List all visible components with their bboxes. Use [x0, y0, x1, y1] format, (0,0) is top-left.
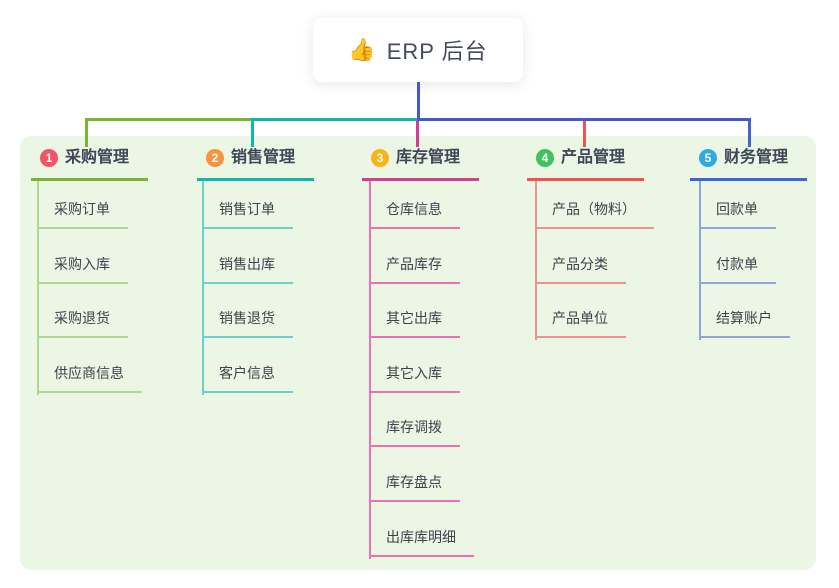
branch-spine-line-5 [699, 179, 701, 341]
branch-number-badge: 2 [206, 149, 224, 167]
branch-drop-line-2 [250, 121, 254, 147]
child-node[interactable]: 采购退货 [37, 308, 128, 339]
branch-label: 销售管理 [231, 149, 296, 166]
child-node[interactable]: 产品分类 [535, 254, 626, 284]
root-node[interactable]: 👍 ERP 后台 [313, 18, 523, 82]
child-node[interactable]: 库存调拨 [369, 417, 460, 448]
branch-header-5[interactable]: 5 财务管理 [690, 146, 808, 181]
branch-number-badge: 5 [699, 149, 717, 167]
bus-segment-right [416, 118, 751, 121]
child-node[interactable]: 产品库存 [369, 254, 460, 284]
child-node[interactable]: 结算账户 [699, 308, 790, 339]
child-node[interactable]: 付款单 [699, 254, 776, 284]
branch-drop-line-1 [84, 121, 88, 147]
branch-drop-line-5 [747, 121, 751, 147]
branch-number-badge: 1 [40, 149, 58, 167]
bus-segment-mid [250, 118, 417, 121]
branch-label: 财务管理 [724, 149, 789, 166]
child-node[interactable]: 采购入库 [37, 254, 128, 284]
branch-header-3[interactable]: 3 库存管理 [362, 146, 480, 181]
child-node[interactable]: 其它入库 [369, 363, 460, 393]
child-node[interactable]: 销售出库 [202, 254, 293, 284]
branch-header-2[interactable]: 2 销售管理 [197, 146, 315, 181]
child-node[interactable]: 其它出库 [369, 308, 460, 339]
child-node[interactable]: 客户信息 [202, 363, 293, 393]
bus-segment-left [84, 118, 251, 121]
branch-header-4[interactable]: 4 产品管理 [527, 146, 645, 181]
branch-label: 产品管理 [561, 149, 626, 166]
child-node[interactable]: 销售订单 [202, 199, 293, 229]
branch-spine-line-1 [37, 179, 39, 395]
branch-spine-line-4 [535, 179, 537, 341]
branch-spine-line-3 [369, 179, 371, 559]
branch-spine-line-2 [202, 179, 204, 395]
branch-number-badge: 4 [536, 149, 554, 167]
child-node[interactable]: 出库库明细 [369, 527, 474, 557]
root-label: ERP 后台 [386, 39, 488, 64]
branch-label: 采购管理 [65, 149, 130, 166]
child-node[interactable]: 销售退货 [202, 308, 293, 339]
branch-drop-line-3 [415, 121, 419, 147]
child-node[interactable]: 产品（物料） [535, 199, 654, 229]
root-connector-line [416, 82, 420, 121]
branch-number-badge: 3 [371, 149, 389, 167]
child-node[interactable]: 回款单 [699, 199, 776, 229]
branch-label: 库存管理 [396, 149, 461, 166]
branch-header-1[interactable]: 1 采购管理 [31, 146, 149, 181]
child-node[interactable]: 库存盘点 [369, 472, 460, 502]
thumbs-up-icon: 👍 [348, 37, 377, 62]
child-node[interactable]: 供应商信息 [37, 363, 142, 393]
child-node[interactable]: 采购订单 [37, 199, 128, 229]
mindmap-canvas[interactable] [20, 136, 816, 570]
branch-drop-line-4 [582, 121, 586, 147]
child-node[interactable]: 产品单位 [535, 308, 626, 339]
child-node[interactable]: 仓库信息 [369, 199, 460, 229]
